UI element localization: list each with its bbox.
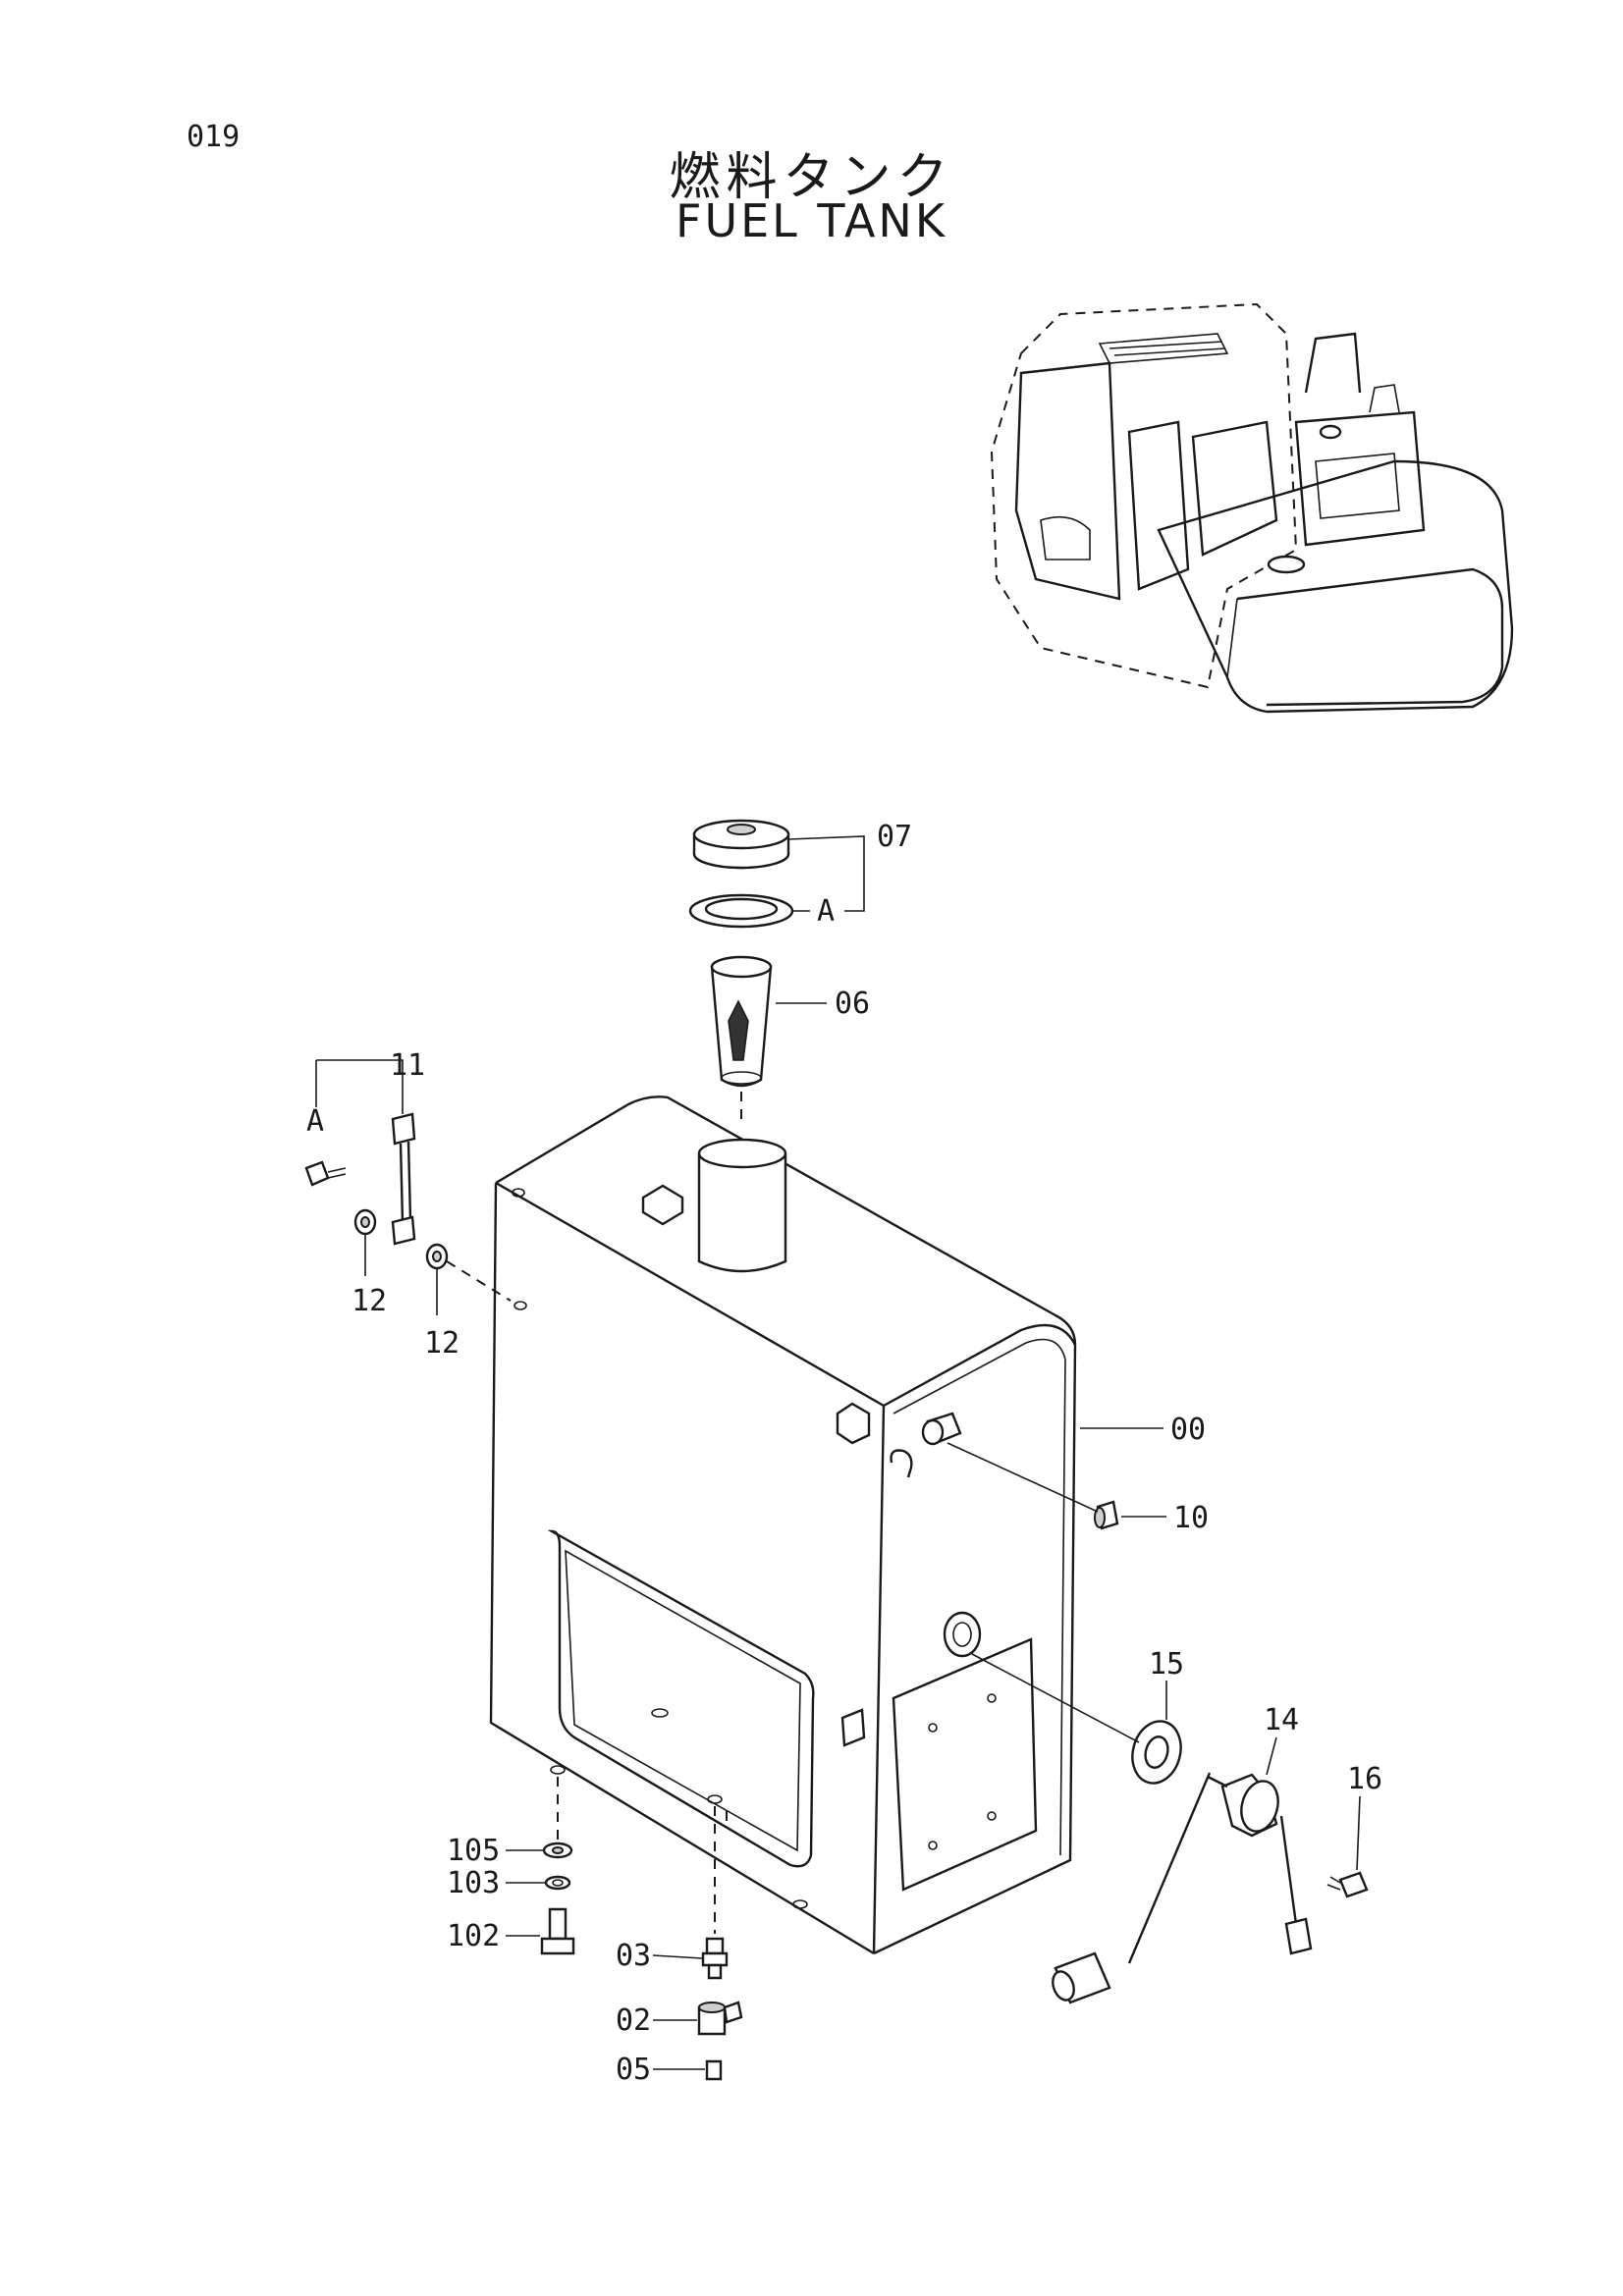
fuel-sender-unit-14 (1052, 1772, 1313, 2004)
callout-103: 103 (447, 1866, 500, 1900)
washer-12b (425, 1243, 449, 1270)
callout-14: 14 (1264, 1703, 1299, 1737)
callout-105: 105 (447, 1834, 500, 1868)
callout-11: 11 (390, 1048, 425, 1083)
callout-16: 16 (1347, 1762, 1382, 1796)
excavator-overview-illustration (990, 302, 1514, 714)
callout-A-bolt: A (306, 1104, 324, 1139)
callout-00: 00 (1170, 1413, 1206, 1447)
callout-10: 10 (1173, 1501, 1209, 1535)
washer-12a (353, 1208, 377, 1236)
callout-12-left: 12 (352, 1284, 387, 1318)
callout-03: 03 (616, 1939, 651, 1973)
page-number: 019 (187, 120, 241, 154)
washer-105 (542, 1842, 573, 1859)
callout-15: 15 (1149, 1647, 1184, 1682)
gasket-A (688, 893, 794, 929)
title-japanese: 燃料タンク (669, 148, 954, 207)
spring-washer-103 (544, 1875, 571, 1891)
callout-07: 07 (877, 820, 912, 854)
flange-gasket-15 (1131, 1720, 1182, 1785)
bolt-A (304, 1160, 347, 1187)
level-gauge-11 (391, 1112, 416, 1246)
drain-fitting-03 (701, 1937, 729, 1980)
drain-cock-02 (697, 2001, 743, 2036)
title-english: FUEL TANK (675, 194, 947, 247)
callout-102: 102 (447, 1919, 500, 1953)
bolt-102 (540, 1907, 575, 1955)
callout-12-right: 12 (424, 1326, 460, 1361)
leader-lines (315, 835, 1361, 2070)
filler-cap-07 (692, 819, 790, 870)
callout-A-gasket: A (817, 894, 835, 929)
fuel-tank-00 (489, 1095, 1077, 1955)
plug-05 (705, 2059, 723, 2081)
screw-16 (1326, 1871, 1369, 1898)
callout-06: 06 (835, 987, 870, 1021)
strainer-06 (710, 955, 773, 1088)
plug-10 (1094, 1500, 1119, 1530)
callout-05: 05 (616, 2053, 651, 2087)
callout-02: 02 (616, 2003, 651, 2038)
